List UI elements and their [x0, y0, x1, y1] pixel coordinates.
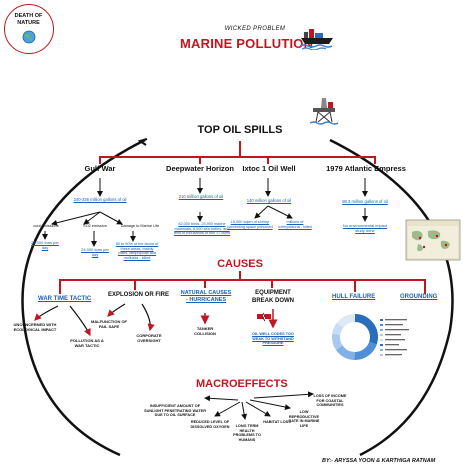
- donut-legend: [380, 319, 409, 356]
- spill-amount-atlantic[interactable]: 88.3 million gallons of oil: [342, 199, 388, 204]
- ixtoc-fauna[interactable]: millions of ichthyofauna - killed: [278, 220, 312, 229]
- gulf-war-value-soot[interactable]: 25,000 tons per day: [31, 240, 59, 250]
- outer-arc-left: [21, 138, 146, 457]
- badge-text: DEATH OF NATURE: [14, 13, 43, 26]
- explosion-oversight: CORPORATE OVERSIGHT: [136, 333, 162, 343]
- war-pollution-tactic: POLLUTION AS A WAR TACTIC: [70, 338, 104, 348]
- spill-title-deepwater: Deepwater Horizon: [166, 164, 234, 173]
- macroeffect-sunlight: INSUFFICIENT AMOUNT OF SUNLIGHT PENETRAT…: [144, 404, 206, 418]
- cause-hull-failure[interactable]: HULL FAILURE: [332, 294, 376, 300]
- world-map-inset: [405, 219, 461, 261]
- cause-natural-hurricanes[interactable]: NATURAL CAUSES - HURRICANES: [180, 290, 232, 303]
- spill-amount-ixtoc[interactable]: 140 million gallons of oil: [246, 198, 292, 203]
- cause-war-time-tactic[interactable]: WAR TIME TACTIC: [38, 296, 92, 302]
- ixtoc-shrimp[interactable]: 15,000 sqkm of shrimp harvesting space p…: [227, 220, 273, 229]
- explosion-malfunction: MALFUNCTION OF FAIL SAFE: [91, 319, 127, 329]
- section-title-causes: CAUSES: [217, 258, 263, 270]
- section-title-macroeffects: MACROEFFECTS: [196, 378, 288, 390]
- section-title-top-oil-spills: TOP OIL SPILLS: [197, 124, 283, 136]
- spill-amount-gulf-war[interactable]: 240-336 million gallons of oil: [73, 197, 127, 202]
- author-credit: BY:- ARYSSA YOON & KARTHIGA RATNAM: [322, 458, 436, 464]
- spill-title-atlantic: 1979 Atlantic Empress: [326, 164, 406, 173]
- deepwater-impact[interactable]: 82,000 birds, 25,900 marine mammals, 6,0…: [173, 222, 231, 236]
- oil-tanker-icon: [300, 29, 333, 50]
- gulf-war-branch-marine: Damage to Marine Life: [120, 224, 160, 228]
- macroeffect-oxygen: REDUCED LEVEL OF DISSOLVED OXYGEN: [190, 420, 230, 429]
- war-unconcerned: UNCONCERNED WITH ECOLOGICAL IMPACT: [13, 322, 57, 332]
- oil-rig-icon: [310, 98, 338, 125]
- broken-pipe-icon: [257, 312, 271, 322]
- globe-icon: [22, 30, 36, 44]
- cause-grounding[interactable]: GROUNDING: [400, 294, 438, 300]
- causes-bracket: [59, 279, 426, 294]
- cause-equipment-breakdown: EQUIPMENT BREAK DOWN: [252, 290, 294, 304]
- macroeffect-habitat: HABITAT LOSS: [263, 420, 291, 424]
- natural-tanker-collision: TANKER COLLISION: [194, 326, 216, 336]
- gulf-war-branch-soot: oout emissions: [33, 224, 59, 228]
- gulf-war-value-marine[interactable]: 50 to 90% of the fauna of these areas, m…: [115, 242, 159, 260]
- page-title: MARINE POLLUTION: [180, 36, 314, 51]
- death-of-nature-badge: DEATH OF NATURE: [4, 4, 54, 54]
- atlantic-no-study[interactable]: No environmental impact study done: [342, 223, 388, 233]
- macroeffect-income: LOSS OF INCOME FOR COASTAL COMMUNITIES: [313, 394, 347, 408]
- macroeffect-reproduction: LOW REPRODUCTIVE RATE IN MARINE LIFE: [288, 410, 320, 428]
- header-subtitle: WICKED PROBLEM: [224, 26, 286, 32]
- cause-explosion-fire: EXPLOSION OR FIRE: [108, 292, 170, 298]
- spills-bracket: [99, 156, 376, 164]
- outer-arc-right: [329, 138, 454, 457]
- hull-failure-donut: [332, 314, 378, 360]
- equipment-weak-codes[interactable]: OIL WELL CODES TOO WEAK TO WITHSTAND PRE…: [252, 332, 294, 346]
- spill-title-ixtoc: Ixtoc 1 Oil Well: [242, 164, 296, 173]
- gulf-war-branch-so2: SO2 emission: [83, 224, 107, 228]
- gulf-war-value-so2[interactable]: 24,000 tons per day: [81, 247, 109, 257]
- spill-amount-deepwater[interactable]: 210 million gallons of oil: [178, 194, 224, 199]
- macroeffect-health: LONG TERM HEALTH PROBLEMS TO HUMANS: [233, 424, 261, 442]
- spill-title-gulf-war: Gulf War: [84, 164, 116, 173]
